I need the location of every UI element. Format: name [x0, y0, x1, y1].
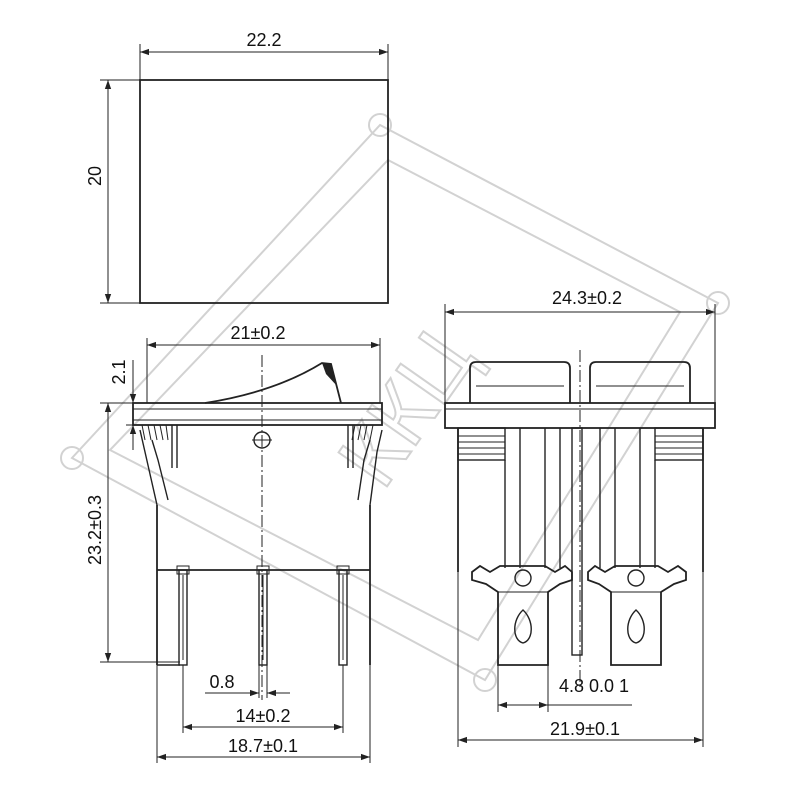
- dimension-label-pin-pitch: 14±0.2: [236, 706, 291, 726]
- snap-clip-right-inner: [357, 439, 371, 501]
- center-pin: [571, 427, 583, 656]
- snap-clip-left-inner: [151, 439, 169, 501]
- ribs-right: [654, 427, 704, 461]
- serrations-left: [141, 424, 169, 441]
- rocker-tip: [322, 363, 337, 386]
- watermark-corner-circle: [706, 291, 730, 315]
- dimension-label-body-width: 21.9±0.1: [550, 719, 620, 739]
- watermark-inner-frame: [108, 158, 682, 642]
- snap-clip-left: [139, 429, 158, 506]
- flange: [132, 402, 383, 426]
- side-view: 21±0.2: [85, 323, 383, 763]
- dimension-label-width: 22.2: [246, 30, 281, 50]
- front-view: 24.3±0.2: [444, 288, 716, 747]
- top-view: 22.2 20: [85, 30, 389, 304]
- watermark-text: ККЦ: [320, 314, 493, 503]
- terminal-right: [587, 564, 687, 666]
- dimension-label-pin-width: 0.8: [209, 672, 234, 692]
- dimension-label-height: 20: [85, 166, 105, 186]
- dimension-label-flange-height: 2.1: [109, 359, 129, 384]
- top-view-outline: [139, 79, 389, 304]
- dimension-label-flange-width: 24.3±0.2: [552, 288, 622, 308]
- pin-center: [256, 565, 270, 666]
- terminal-hole-teardrop: [627, 609, 645, 644]
- watermark-corner-circle: [60, 446, 84, 470]
- watermark-corner-circle: [368, 113, 392, 137]
- rocker-profile: [204, 362, 342, 404]
- terminal-left: [471, 564, 573, 666]
- terminal-hole-round: [514, 569, 532, 587]
- snap-clip-right: [369, 429, 383, 506]
- terminal-hole-round: [627, 569, 645, 587]
- pin-right: [336, 565, 350, 666]
- dimension-label-tab-width: 4.8 0.0 1: [559, 676, 629, 696]
- watermark-corner-circle: [473, 668, 497, 692]
- dimension-label-height: 23.2±0.3: [85, 495, 105, 565]
- ribs-left: [457, 427, 506, 461]
- rocker-block-left: [469, 361, 571, 403]
- pin-left: [176, 565, 190, 666]
- dimension-label-body-width: 18.7±0.1: [228, 736, 298, 756]
- rocker-block-right: [589, 361, 691, 403]
- dimension-label-rocker-width: 21±0.2: [231, 323, 286, 343]
- terminal-hole-teardrop: [514, 609, 532, 644]
